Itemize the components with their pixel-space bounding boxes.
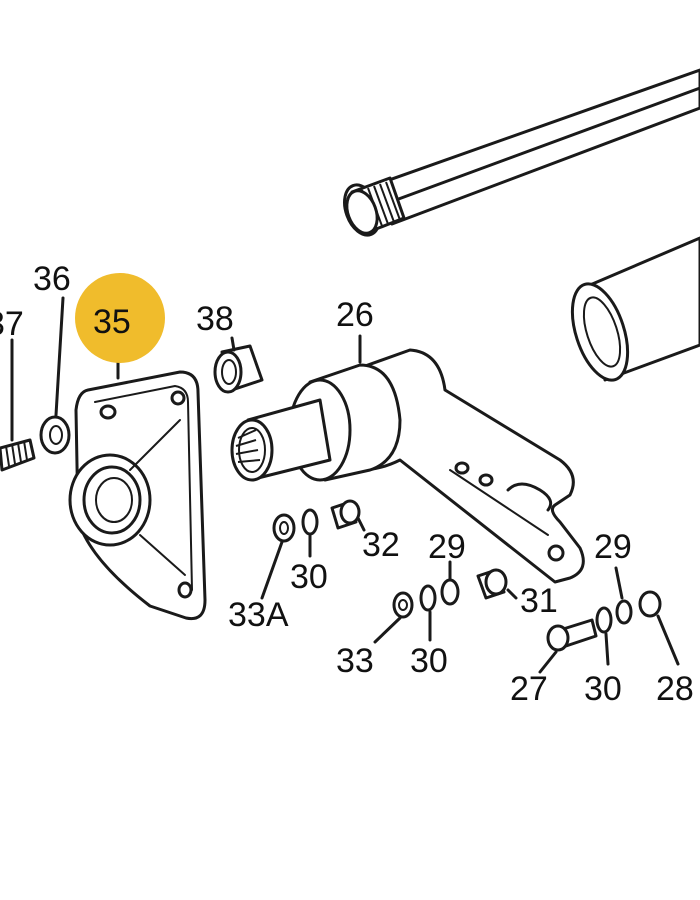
hardware-set-right: [538, 566, 680, 674]
label-38: 38: [196, 300, 234, 338]
label-30-a: 30: [290, 558, 328, 596]
label-30-c: 30: [584, 670, 622, 708]
label-31: 31: [520, 582, 558, 620]
label-29-b: 29: [594, 528, 632, 566]
label-33a: 33A: [228, 596, 289, 634]
label-33: 33: [336, 642, 374, 680]
label-27: 27: [510, 670, 548, 708]
label-29-a: 29: [428, 528, 466, 566]
label-36: 36: [33, 260, 71, 298]
label-37: 37: [0, 305, 24, 343]
flange-plate-35: [68, 340, 207, 621]
lever-arm-26: [230, 334, 585, 584]
hardware-set-middle: [373, 560, 518, 644]
hardware-set-left: [260, 499, 366, 600]
washer-36: [39, 296, 71, 455]
drive-shaft: [343, 68, 700, 237]
label-35: 35: [93, 303, 131, 341]
tube: [570, 236, 700, 382]
bushing-38: [213, 336, 264, 394]
label-26: 26: [336, 296, 374, 334]
label-32: 32: [362, 526, 400, 564]
label-28: 28: [656, 670, 694, 708]
bolt-37: [0, 338, 36, 472]
label-30-b: 30: [410, 642, 448, 680]
highlight-badge-35: [75, 273, 165, 363]
